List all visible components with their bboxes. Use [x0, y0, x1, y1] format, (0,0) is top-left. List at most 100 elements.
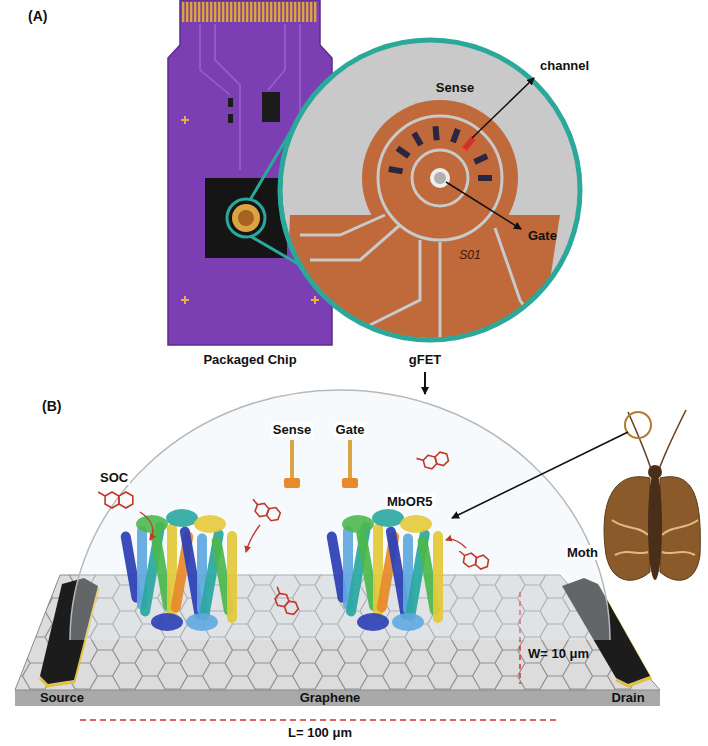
moth-drawing — [452, 410, 700, 580]
gold-finger — [310, 2, 312, 22]
zoom-callout — [250, 40, 580, 394]
gold-finger — [194, 2, 196, 22]
channel-pad — [450, 128, 460, 143]
bond — [459, 551, 466, 555]
gold-finger — [306, 2, 308, 22]
gold-finger — [314, 2, 316, 22]
channel-pad — [432, 126, 439, 140]
pcb-board-part — [228, 114, 233, 123]
ring — [434, 451, 449, 468]
protein-helix — [227, 531, 237, 623]
naphthalene-molecule — [98, 492, 133, 508]
pcb-board-part — [262, 92, 280, 122]
device-substrate-part — [15, 690, 660, 706]
pcb-board-part — [232, 204, 260, 232]
gold-finger — [286, 2, 288, 22]
zoom-callout-part-part — [412, 150, 468, 206]
gold-fingers — [182, 2, 316, 22]
moth-drawing-part — [604, 477, 650, 581]
zoom-callout-part — [424, 372, 426, 394]
moth-drawing-part — [658, 410, 686, 472]
naphthalene-molecule — [268, 587, 300, 617]
pcb-board-part — [238, 210, 254, 226]
receptor-protein — [326, 509, 443, 631]
organism-label: Moth — [565, 545, 600, 560]
protein-loop — [166, 509, 198, 527]
gold-finger — [290, 2, 292, 22]
electrode-probes-part — [342, 478, 358, 488]
zoom-callout-part — [472, 78, 534, 138]
zoom-callout-part — [280, 40, 580, 340]
moth-drawing-part — [625, 412, 651, 438]
gold-finger — [210, 2, 212, 22]
liquid-dome — [70, 390, 610, 640]
naphthalene-molecule — [248, 499, 281, 523]
panel-letter: (B) — [42, 398, 61, 414]
gold-finger — [230, 2, 232, 22]
protein-loop — [194, 515, 226, 533]
zoom-callout-part-part — [430, 168, 450, 188]
gold-finger — [302, 2, 304, 22]
channel-pad — [462, 136, 476, 151]
naphthalene-molecule — [457, 551, 489, 570]
moth-drawing-part — [628, 412, 652, 472]
protein-loop — [357, 613, 389, 631]
part-name: Packaged Chip — [203, 352, 296, 367]
moth-drawing-part — [660, 477, 700, 581]
ring — [119, 492, 133, 508]
ring — [265, 506, 281, 523]
bond — [98, 492, 105, 496]
gold-finger — [190, 2, 192, 22]
protein-helix — [433, 531, 443, 623]
gold-finger — [246, 2, 248, 22]
protein-loop — [372, 509, 404, 527]
zoom-callout-part-part — [300, 215, 540, 345]
gold-finger — [238, 2, 240, 22]
gold-finger — [214, 2, 216, 22]
channel-pad — [473, 153, 488, 164]
channel-label: channel — [540, 58, 589, 73]
part-name: gFET — [409, 352, 442, 367]
gold-finger — [294, 2, 296, 22]
ring — [273, 591, 291, 610]
protein-loop — [400, 515, 432, 533]
zoom-callout-part — [280, 40, 580, 345]
channel-pad — [478, 175, 492, 181]
pcb-board-part — [227, 199, 265, 237]
electrode-label: Source — [40, 690, 84, 705]
probe-label: Gate — [334, 422, 367, 437]
gold-finger — [254, 2, 256, 22]
gold-finger — [282, 2, 284, 22]
naphthalene-molecule — [416, 451, 449, 472]
ring — [463, 552, 477, 568]
protein-loop — [392, 613, 424, 631]
gold-finger — [226, 2, 228, 22]
material-label: Graphene — [300, 690, 361, 705]
moth-drawing-part — [452, 432, 628, 518]
electrode-probes-part — [284, 478, 300, 488]
bond — [275, 587, 282, 594]
bond — [252, 499, 259, 504]
panel-letter: (A) — [28, 8, 47, 24]
gold-finger — [198, 2, 200, 22]
pcb-board-part — [228, 98, 233, 107]
bond — [416, 457, 423, 462]
ring — [282, 599, 300, 618]
channel-pad — [411, 131, 423, 146]
dimension-label: L= 100 μm — [286, 725, 354, 740]
probe-label: Sense — [271, 422, 313, 437]
moth-drawing-part — [648, 470, 662, 580]
zoom-callout-part — [446, 182, 521, 229]
gold-finger — [270, 2, 272, 22]
protein-loop — [342, 515, 374, 533]
electrode-probes-part — [348, 440, 352, 480]
gold-finger — [242, 2, 244, 22]
gold-finger — [218, 2, 220, 22]
pcb-board-part — [205, 178, 287, 258]
gold-finger — [274, 2, 276, 22]
molecule-label: SOC — [98, 470, 130, 485]
electrode-probes — [284, 440, 358, 488]
device-substrate-part — [80, 719, 560, 721]
